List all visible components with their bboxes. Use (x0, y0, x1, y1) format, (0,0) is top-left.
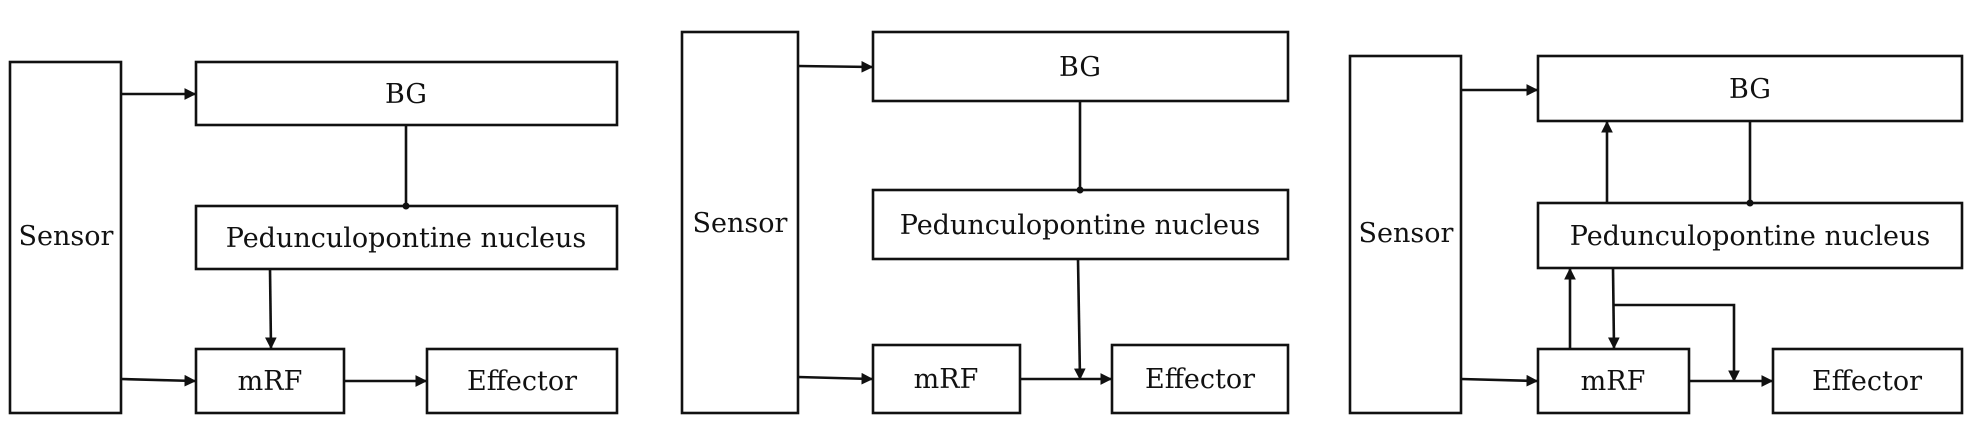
arrow-ppn-to-effector-path (1614, 303, 1740, 383)
junction-dot (402, 202, 410, 210)
effector-box: Effector (1110, 343, 1290, 415)
ppn-box: Pedunculopontine nucleus (1536, 201, 1964, 270)
ppn-box: Pedunculopontine nucleus (871, 188, 1290, 261)
junction-dot (1076, 186, 1084, 194)
mrf-label: mRF (238, 366, 303, 397)
effector-box: Effector (425, 347, 619, 415)
junction-dot (1746, 199, 1754, 207)
arrow-ppn-to-mrf (1608, 267, 1620, 350)
ppn-label: Pedunculopontine nucleus (1570, 221, 1931, 252)
effector-box: Effector (1771, 347, 1964, 415)
arrow-sensor-to-mrf (1460, 374, 1539, 387)
diagram-3: Sensor BG Pedunculopontine nucleus mRF E… (1348, 54, 1964, 415)
arrow-sensor-to-bg (797, 61, 874, 73)
bg-label: BG (1059, 52, 1101, 83)
arrow-ppn-to-effector-path (1073, 258, 1086, 381)
effector-label: Effector (1812, 366, 1922, 397)
diagram-2: Sensor BG Pedunculopontine nucleus mRF E… (680, 30, 1290, 415)
mrf-label: mRF (914, 364, 979, 395)
mrf-box: mRF (194, 347, 346, 415)
arrow-sensor-to-mrf (797, 372, 874, 385)
bg-box: BG (871, 30, 1290, 103)
effector-label: Effector (1145, 364, 1255, 395)
mrf-box: mRF (871, 343, 1022, 415)
bg-box: BG (1536, 54, 1964, 123)
arrow-sensor-to-mrf (120, 374, 197, 387)
effector-label: Effector (467, 366, 577, 397)
ppn-label: Pedunculopontine nucleus (900, 210, 1261, 241)
sensor-label: Sensor (1359, 218, 1454, 249)
sensor-box: Sensor (680, 30, 800, 415)
bg-label: BG (1729, 74, 1771, 105)
bg-label: BG (385, 79, 427, 110)
arrow-ppn-to-mrf (265, 268, 277, 350)
ppn-label: Pedunculopontine nucleus (226, 223, 587, 254)
mrf-label: mRF (1581, 366, 1646, 397)
diagram-1: Sensor BG Pedunculopontine nucleus mRF E… (8, 60, 619, 415)
sensor-label: Sensor (19, 221, 114, 252)
sensor-label: Sensor (693, 208, 788, 239)
sensor-box: Sensor (1348, 54, 1463, 415)
mrf-box: mRF (1536, 347, 1691, 415)
ppn-box: Pedunculopontine nucleus (194, 204, 619, 271)
bg-box: BG (194, 60, 619, 127)
sensor-box: Sensor (8, 60, 123, 415)
